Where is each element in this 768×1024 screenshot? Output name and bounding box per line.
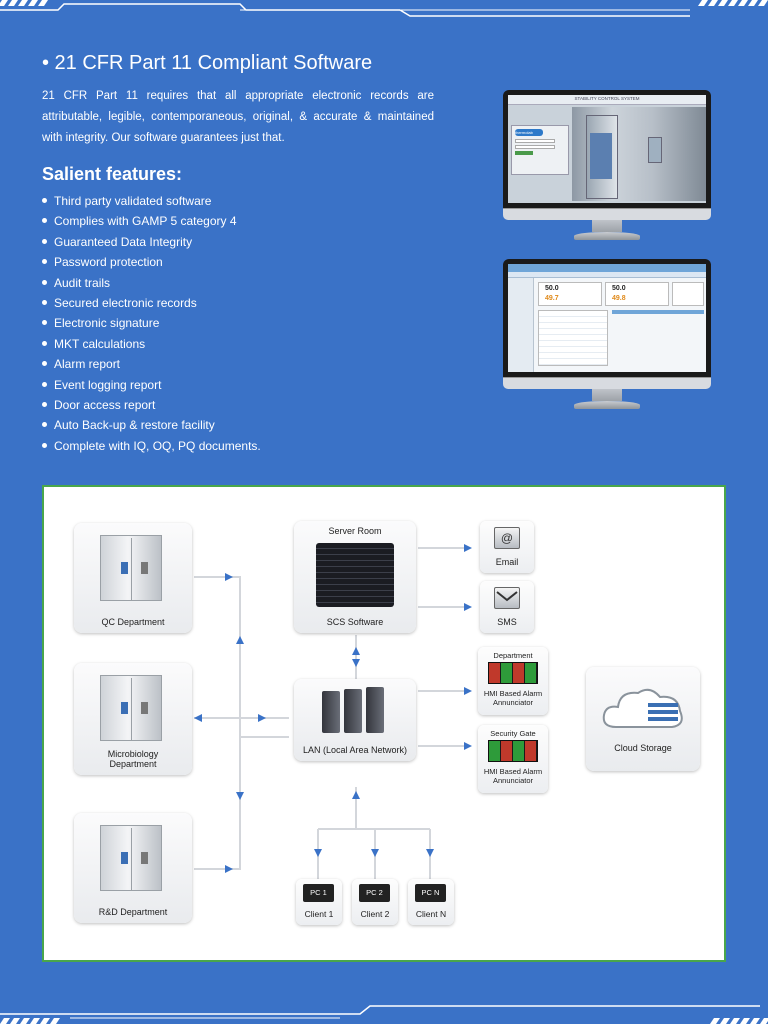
qc-department-card: QC Department [74,523,192,633]
logo: thermolab [515,129,543,136]
annunciator-panel-icon [488,740,538,762]
features-list: Third party validated software Complies … [42,193,261,458]
client-card: PC 2 Client 2 [352,879,398,925]
bottom-frame-decoration [0,1005,768,1024]
cloud-icon [602,688,683,728]
lan-card: LAN (Local Area Network) [294,679,416,761]
cloud-storage-label: Cloud Storage [614,743,672,753]
sms-card: SMS [480,581,534,633]
feature-item: Complete with IQ, OQ, PQ documents. [42,438,261,458]
login-panel: thermolab [511,125,569,175]
salient-features-heading: Salient features: [42,164,183,184]
server-room-card: Server Room SCS Software [294,521,416,633]
feature-item: Event logging report [42,377,261,397]
feature-item: Password protection [42,254,261,274]
security-gate-title: Security Gate [490,729,536,738]
server-rack-icon [316,543,394,607]
department-annunciator-label: HMI Based Alarm Annunciator [483,689,543,707]
readout-panel-1: 50.0 49.7 [538,282,602,306]
rd-department-label: R&D Department [98,907,168,917]
email-icon: @ [494,527,520,549]
chamber-image [572,107,706,201]
feature-item: Third party validated software [42,193,261,213]
network-diagram: QC Department Microbiology Department R&… [42,485,726,962]
microbiology-department-label: Microbiology Department [107,749,159,769]
readout-panel-2: 50.0 49.8 [605,282,669,306]
pc-screen-label: PC N [415,884,446,902]
feature-item: Guaranteed Data Integrity [42,234,261,254]
qc-department-label: QC Department [101,617,165,627]
feature-item: Secured electronic records [42,295,261,315]
annunciator-panel-icon [488,662,538,684]
feature-item: Door access report [42,397,261,417]
diagram-connectors [194,544,472,879]
sms-label: SMS [497,617,517,627]
server-room-title: Server Room [328,526,382,536]
lan-label: LAN (Local Area Network) [302,745,408,755]
cloud-storage-card: Cloud Storage [586,667,700,771]
department-title: Department [493,651,533,660]
pc-screen-label: PC 2 [359,884,390,902]
microbiology-department-card: Microbiology Department [74,663,192,775]
monitor-login-screen: STABILITY CONTROL SYSTEM thermolab [503,90,711,240]
email-label: Email [495,557,519,567]
client-label: Client 2 [360,909,390,919]
feature-item: Complies with GAMP 5 category 4 [42,213,261,233]
intro-paragraph: 21 CFR Part 11 requires that all appropr… [42,90,434,144]
department-annunciator-card: Department HMI Based Alarm Annunciator [478,647,548,715]
monitor-dashboard-screen: 50.0 49.7 50.0 49.8 [503,259,711,409]
feature-item: MKT calculations [42,336,261,356]
pc-screen-label: PC 1 [303,884,334,902]
feature-item: Auto Back-up & restore facility [42,417,261,437]
envelope-icon [494,587,520,609]
client-card: PC N Client N [408,879,454,925]
feature-item: Alarm report [42,356,261,376]
email-card: @ Email [480,521,534,573]
monitor-title: STABILITY CONTROL SYSTEM [574,96,640,101]
client-card: PC 1 Client 1 [296,879,342,925]
page-title: • 21 CFR Part 11 Compliant Software [42,52,373,74]
feature-item: Audit trails [42,275,261,295]
client-label: Client N [415,909,447,919]
security-gate-annunciator-card: Security Gate HMI Based Alarm Annunciato… [478,725,548,793]
lan-server-icon [322,687,388,735]
feature-item: Electronic signature [42,315,261,335]
security-gate-annunciator-label: HMI Based Alarm Annunciator [483,767,543,785]
server-software-label: SCS Software [326,617,384,627]
rd-department-card: R&D Department [74,813,192,923]
client-label: Client 1 [304,909,334,919]
top-frame-decoration [0,0,768,17]
